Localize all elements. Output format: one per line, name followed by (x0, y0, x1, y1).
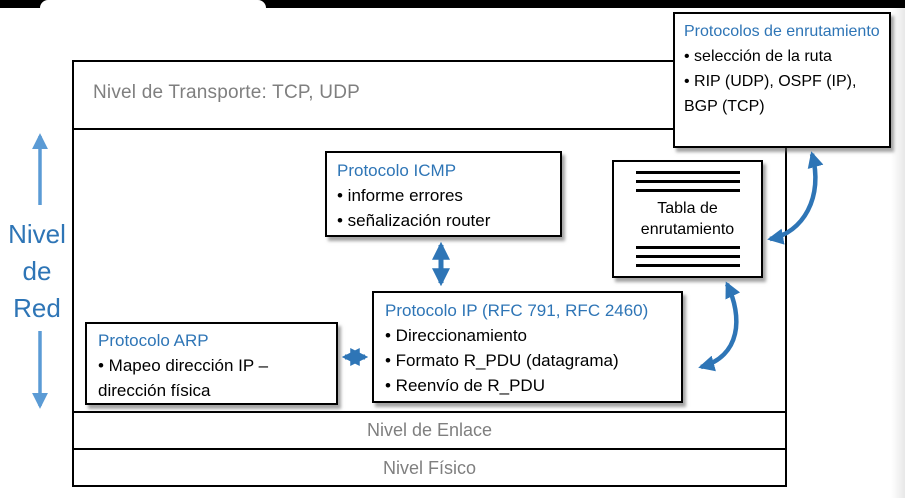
routing-table-lines-bottom (614, 246, 761, 267)
arp-box: Protocolo ARP • Mapeo dirección IP – dir… (85, 322, 338, 405)
ip-box: Protocolo IP (RFC 791, RFC 2460) • Direc… (372, 291, 683, 403)
icmp-box-title: Protocolo ICMP (337, 161, 457, 180)
physical-layer-label: Nivel Físico (382, 458, 476, 478)
link-row-divider (72, 448, 787, 450)
icmp-box: Protocolo ICMP • informe errores • señal… (325, 151, 562, 237)
routing-table-lines-top (614, 171, 761, 192)
bullet-item: • RIP (UDP), OSPF (IP), BGP (TCP) (684, 73, 857, 115)
network-row-divider (72, 411, 787, 413)
routing-protocols-bullet-list: • selección de la ruta • RIP (UDP), OSPF… (684, 44, 880, 119)
bullet-item: • Reenvío de R_PDU (385, 376, 545, 395)
bullet-item: • selección de la ruta (684, 48, 832, 65)
side-label-line: de (22, 256, 52, 286)
top-black-bar (0, 0, 905, 8)
transport-row-divider (72, 128, 787, 130)
right-edge-shadow (891, 8, 905, 498)
bullet-item: • informe errores (337, 186, 463, 205)
ip-bullet-list: • Direccionamiento • Formato R_PDU (data… (385, 323, 670, 398)
link-layer-label: Nivel de Enlace (366, 420, 493, 440)
routing-protocols-box: Protocolos de enrutamiento • selección d… (673, 12, 891, 148)
bullet-item: • Formato R_PDU (datagrama) (385, 351, 619, 370)
bullet-item: • señalización router (337, 211, 491, 230)
bullet-item: • Mapeo dirección IP – dirección física (98, 356, 269, 400)
routing-protocols-title: Protocolos de enrutamiento (684, 23, 880, 40)
routing-table-label: Tabla de enrutamiento (640, 200, 735, 238)
arp-box-title: Protocolo ARP (98, 331, 209, 350)
slide-top-notch (40, 0, 266, 8)
icmp-bullet-list: • informe errores • señalización router (337, 183, 550, 233)
ip-box-title: Protocolo IP (RFC 791, RFC 2460) (385, 301, 649, 320)
side-label-line: Red (13, 293, 61, 323)
routing-table-box: Tabla de enrutamiento (612, 160, 763, 278)
arp-bullet-list: • Mapeo dirección IP – dirección física (98, 353, 325, 403)
side-label-line: Nivel (8, 219, 66, 249)
network-layer-side-label: Nivel de Red (0, 216, 74, 327)
transport-layer-label: Nivel de Transporte: TCP, UDP (93, 82, 360, 103)
bullet-item: • Direccionamiento (385, 326, 528, 345)
protocol-stack-box (72, 60, 787, 487)
